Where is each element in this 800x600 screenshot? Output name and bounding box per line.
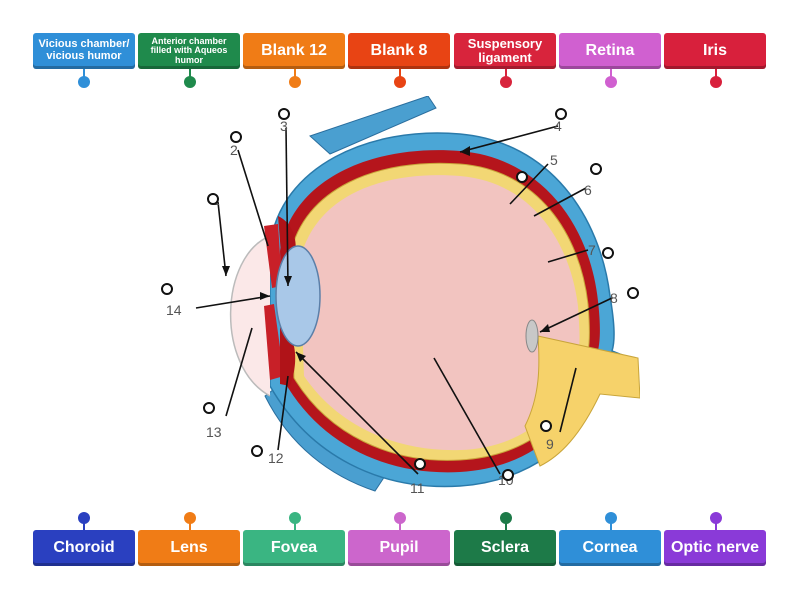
- label-tile-pupil[interactable]: Pupil: [348, 530, 450, 566]
- tile-label: Pupil: [379, 538, 419, 556]
- label-tile-cornea[interactable]: Cornea: [559, 530, 661, 566]
- eye-diagram: 1 2 3 4 5 6 7 8 9 10 11 12 13 14: [160, 96, 640, 496]
- drop-target-10[interactable]: [502, 469, 514, 481]
- tile-label: Choroid: [53, 538, 115, 556]
- drop-target-8[interactable]: [627, 287, 639, 299]
- tile-label: Suspensory ligament: [467, 36, 543, 65]
- drop-target-4[interactable]: [555, 108, 567, 120]
- label-tile-blank-8[interactable]: Blank 8: [348, 33, 450, 69]
- pin-stem: [715, 522, 717, 530]
- label-tile-lens[interactable]: Lens: [138, 530, 240, 566]
- drop-target-13[interactable]: [203, 402, 215, 414]
- pin-dot: [500, 512, 512, 524]
- label-tile-optic-nerve[interactable]: Optic nerve: [664, 530, 766, 566]
- drop-target-9[interactable]: [540, 420, 552, 432]
- tile-label: Anterior chamber filled with Aqueos humo…: [150, 35, 228, 65]
- pin-dot: [605, 76, 617, 88]
- tile-label: Sclera: [480, 538, 530, 556]
- pin-stem: [189, 69, 191, 77]
- pin-stem: [399, 69, 401, 77]
- vitreous-body: [300, 175, 580, 451]
- diagram-number: 13: [206, 424, 222, 440]
- label-tile-sclera[interactable]: Sclera: [454, 530, 556, 566]
- pin-dot: [289, 512, 301, 524]
- optic-disc: [525, 319, 539, 353]
- pin-dot: [289, 76, 301, 88]
- label-tile-iris[interactable]: Iris: [664, 33, 766, 69]
- tile-label: Fovea: [270, 538, 318, 556]
- diagram-number: 9: [546, 436, 554, 452]
- label-pointers: [195, 125, 613, 475]
- pin-dot: [500, 76, 512, 88]
- pin-stem: [399, 522, 401, 530]
- pin-dot: [710, 76, 722, 88]
- eye-muscle-top: [309, 96, 437, 155]
- pin-stem: [610, 522, 612, 530]
- pin-dot: [394, 76, 406, 88]
- pin-stem: [83, 522, 85, 530]
- label-tile-fovea[interactable]: Fovea: [243, 530, 345, 566]
- diagram-number: 4: [554, 118, 562, 134]
- lens-shape: [275, 245, 321, 347]
- pin-dot: [78, 512, 90, 524]
- pin-stem: [610, 69, 612, 77]
- pointer-heads: [222, 146, 550, 362]
- pin-stem: [505, 69, 507, 77]
- tile-label: Blank 12: [261, 41, 327, 59]
- diagram-number: 14: [166, 302, 182, 318]
- pin-stem: [505, 522, 507, 530]
- cornea-shape: [229, 235, 271, 397]
- diagram-number: 8: [610, 290, 618, 306]
- label-tile-retina[interactable]: Retina: [559, 33, 661, 69]
- tile-label: Cornea: [582, 538, 638, 556]
- diagram-number: 6: [584, 182, 592, 198]
- pin-stem: [189, 522, 191, 530]
- pin-stem: [715, 69, 717, 77]
- drop-target-1[interactable]: [207, 193, 219, 205]
- drop-target-6[interactable]: [590, 163, 602, 175]
- optic-nerve: [524, 335, 640, 467]
- label-tile-anterior-chamber[interactable]: Anterior chamber filled with Aqueos humo…: [138, 33, 240, 69]
- tile-label: Blank 8: [370, 41, 428, 59]
- tile-label: Lens: [170, 538, 208, 556]
- pin-dot: [184, 76, 196, 88]
- pin-dot: [184, 512, 196, 524]
- tile-label: Optic nerve: [670, 538, 760, 556]
- label-tile-vitreous-chamber[interactable]: Vicious chamber/ vicious humor: [33, 33, 135, 69]
- drop-target-12[interactable]: [251, 445, 263, 457]
- pin-stem: [294, 69, 296, 77]
- tile-label: Iris: [702, 41, 727, 59]
- diagram-number: 3: [280, 118, 288, 134]
- label-tile-suspensory-ligament[interactable]: Suspensory ligament: [454, 33, 556, 69]
- pin-stem: [83, 69, 85, 77]
- drop-target-5[interactable]: [516, 171, 528, 183]
- drop-target-7[interactable]: [602, 247, 614, 259]
- tile-label: Vicious chamber/ vicious humor: [38, 38, 130, 62]
- diagram-number: 7: [588, 242, 596, 258]
- pin-dot: [78, 76, 90, 88]
- diagram-number: 11: [410, 480, 425, 496]
- diagram-number: 5: [550, 152, 558, 168]
- pin-dot: [710, 512, 722, 524]
- iris-bottom: [264, 304, 284, 380]
- diagram-number: 12: [268, 450, 284, 466]
- drop-target-2[interactable]: [230, 131, 242, 143]
- drop-target-14[interactable]: [161, 283, 173, 295]
- iris-top: [264, 224, 282, 288]
- drop-target-11[interactable]: [414, 458, 426, 470]
- label-tile-choroid[interactable]: Choroid: [33, 530, 135, 566]
- eye-cross-section: [195, 96, 640, 492]
- label-tile-blank-12[interactable]: Blank 12: [243, 33, 345, 69]
- diagram-number: 2: [230, 142, 238, 158]
- drop-target-3[interactable]: [278, 108, 290, 120]
- tile-label: Retina: [585, 41, 635, 59]
- pin-stem: [294, 522, 296, 530]
- pin-dot: [605, 512, 617, 524]
- pin-dot: [394, 512, 406, 524]
